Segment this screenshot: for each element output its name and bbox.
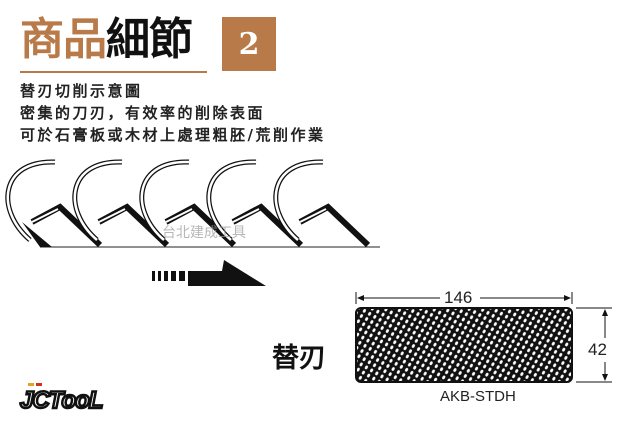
blade-drawing	[355, 292, 612, 383]
width-dimension: 146	[444, 288, 473, 307]
title-main: 細節	[106, 14, 193, 65]
teeth-illustration	[8, 162, 380, 247]
title-accent: 商品	[20, 14, 107, 65]
page-title: 商品細節	[20, 14, 193, 66]
title-underline	[20, 71, 207, 73]
watermark: 台北建成工具	[162, 225, 246, 241]
description: 替刃切削示意圖 密集的刀刃，有效率的削除表面 可於石膏板或木材上處理粗胚/荒削作…	[20, 80, 325, 146]
jc-tool-logo: JCTooL	[19, 383, 105, 415]
description-line: 密集的刀刃，有效率的削除表面	[20, 104, 266, 122]
description-line: 替刃切削示意圖	[20, 82, 143, 100]
direction-arrow-icon	[152, 260, 266, 286]
blade-label: 替刃	[272, 343, 326, 374]
description-line: 可於石膏板或木材上處理粗胚/荒削作業	[20, 126, 326, 144]
model-number: AKB-STDH	[440, 388, 516, 405]
section-number-badge: 2	[222, 17, 276, 71]
height-dimension: 42	[588, 340, 607, 359]
svg-text:JCTooL: JCTooL	[20, 387, 103, 414]
